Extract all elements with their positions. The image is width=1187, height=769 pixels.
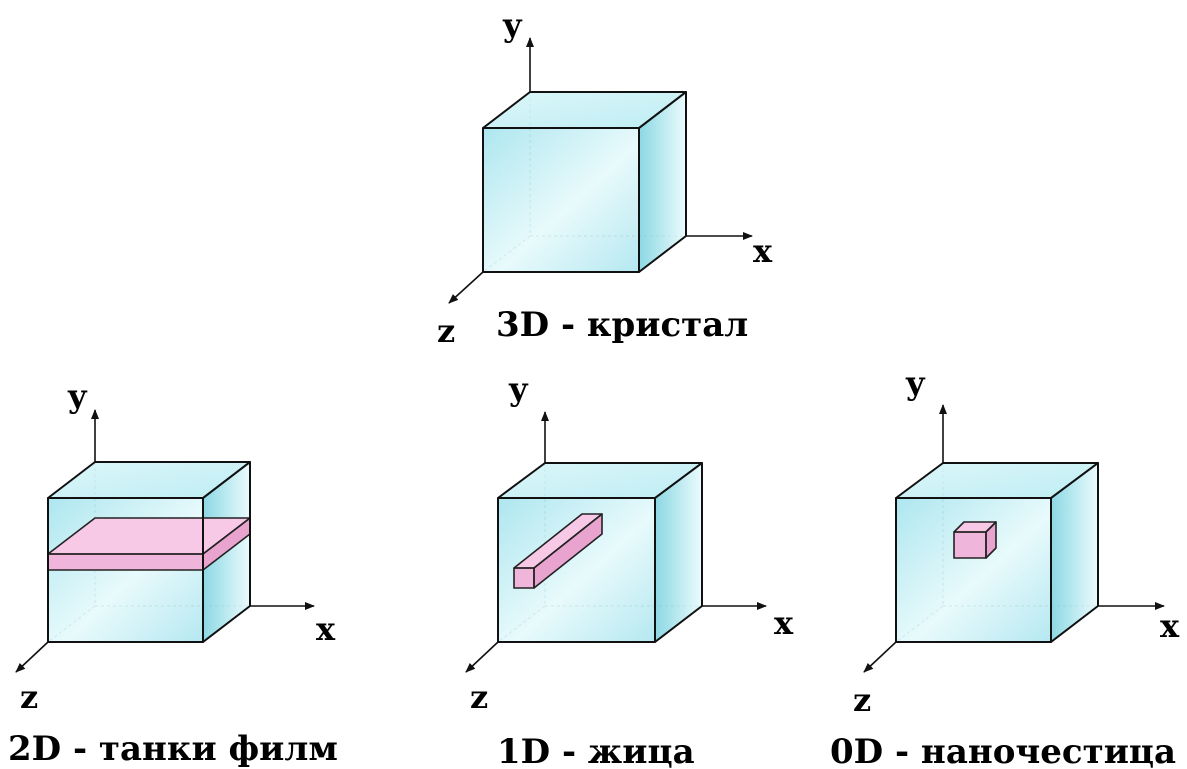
- y-axis-label: y: [508, 370, 529, 408]
- z-axis: [15, 641, 49, 673]
- wire-rod: [513, 513, 603, 589]
- diagram-2d-thin-film: y x z 2D - танки филм: [8, 377, 338, 769]
- caption-2d: 2D - танки филм: [8, 729, 338, 769]
- x-axis-label: x: [1160, 607, 1180, 645]
- z-axis: [448, 271, 484, 304]
- z-axis-label: z: [20, 678, 38, 716]
- z-axis-label: z: [437, 312, 455, 350]
- x-axis-label: x: [316, 610, 336, 648]
- z-axis-label: z: [853, 681, 871, 719]
- z-axis-label: z: [470, 678, 488, 716]
- x-axis-label: x: [753, 232, 773, 270]
- y-axis-label: y: [905, 364, 926, 402]
- caption-1d: 1D - жица: [497, 732, 695, 769]
- nanoparticle: [953, 521, 997, 559]
- cube-0d: [896, 463, 1098, 642]
- caption-3d: 3D - кристал: [496, 305, 748, 345]
- z-axis: [863, 641, 897, 673]
- x-axis-label: x: [774, 604, 794, 642]
- z-axis: [465, 641, 499, 673]
- y-axis-label: y: [67, 377, 88, 415]
- cube-3d: [482, 91, 687, 273]
- y-axis-label: y: [502, 6, 523, 44]
- diagram-1d-wire: y x z 1D - жица: [465, 370, 794, 769]
- diagram-3d-crystal: y x z 3D - кристал: [437, 6, 773, 350]
- caption-0d: 0D - наночестица: [830, 732, 1176, 769]
- cube-1d: [498, 463, 702, 642]
- diagram-0d-nanoparticle: y x z 0D - наночестица: [830, 364, 1180, 769]
